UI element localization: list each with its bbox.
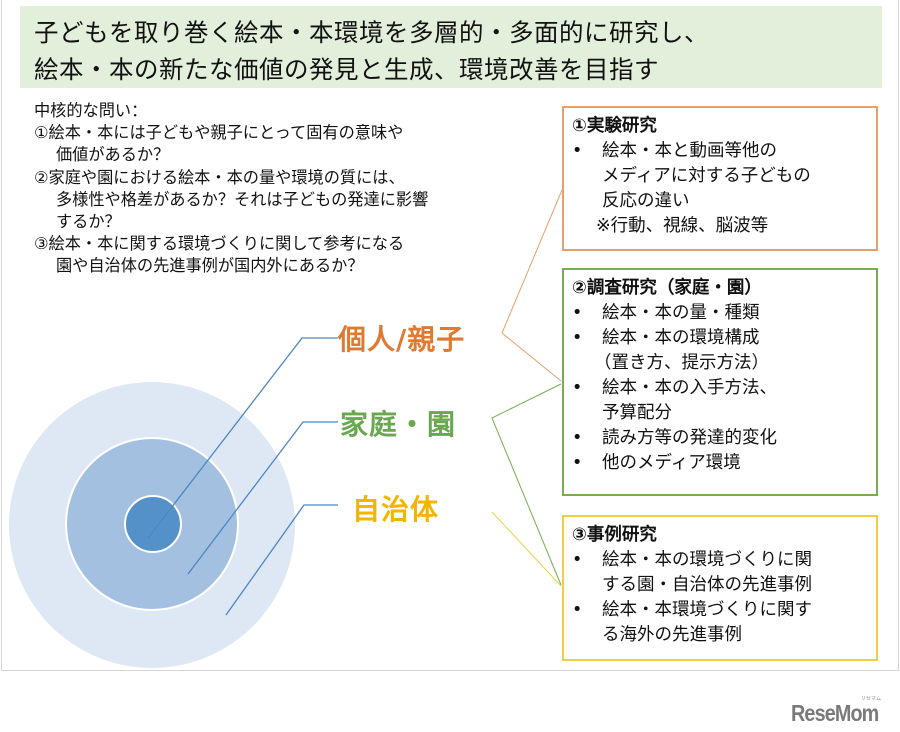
survey-item-1-text: 絵本・本の量・種類 <box>602 303 760 323</box>
survey-item-4: • 読み方等の発達的変化 <box>572 426 868 451</box>
case-item-2: • 絵本・本環境づくりに関す <box>572 598 868 623</box>
bullet-icon: • <box>572 378 583 398</box>
survey-item-2: • 絵本・本の環境構成 <box>572 326 868 351</box>
survey-item-2-cont: （置き方、提示方法） <box>594 353 769 373</box>
core-questions: 中核的な問い： ①絵本・本には子どもや親子にとって固有の意味や 価値があるか？ … <box>34 100 428 278</box>
case-item-1-text: 絵本・本の環境づくりに関 <box>602 550 812 570</box>
title-banner: 子どもを取り巻く絵本・本環境を多層的・多面的に研究し、 絵本・本の新たな価値の発… <box>20 6 882 88</box>
survey-item-3-text: 絵本・本の入手方法、 <box>602 378 777 398</box>
resemom-logo: ReseMom <box>791 700 879 726</box>
inner-circle-individual <box>124 495 182 553</box>
questions-heading: 中核的な問い： <box>34 101 148 120</box>
case-item-1: • 絵本・本の環境づくりに関 <box>572 548 868 573</box>
leader-line-individual <box>147 337 338 539</box>
bullet-icon: • <box>572 428 583 448</box>
bullet-icon: • <box>572 328 583 348</box>
survey-item-1: • 絵本・本の量・種類 <box>572 301 868 326</box>
bullet-icon: • <box>572 141 583 161</box>
survey-item-3-cont: 予算配分 <box>602 403 672 423</box>
survey-item-3: • 絵本・本の入手方法、 <box>572 376 868 401</box>
experiment-note: ※行動、視線、脳波等 <box>596 216 769 236</box>
question-1-cont: 価値があるか？ <box>56 145 170 165</box>
bullet-icon: • <box>572 303 583 323</box>
survey-item-4-text: 読み方等の発達的変化 <box>602 428 777 448</box>
layer-label-individual: 個人/親子 <box>338 323 466 356</box>
experiment-item: • 絵本・本と動画等他の <box>572 139 868 164</box>
case-item-1-cont: する園・自治体の先進事例 <box>602 575 812 595</box>
question-3: ③絵本・本に関する環境づくりに関して参考になる <box>34 234 405 254</box>
logo-ruby: リセマム <box>861 696 882 702</box>
survey-item-5-text: 他のメディア環境 <box>602 453 741 473</box>
leader-line-home <box>187 421 338 575</box>
title-line-2: 絵本・本の新たな価値の発見と生成、環境改善を目指す <box>34 55 659 84</box>
question-3-cont: 園や自治体の先進事例が国内外にあるか？ <box>56 256 364 276</box>
experiment-title: ①実験研究 <box>572 116 657 136</box>
layer-label-home: 家庭・園 <box>340 408 457 441</box>
bullet-icon: • <box>572 550 583 570</box>
bullet-icon: • <box>572 600 583 620</box>
question-2: ②家庭や園における絵本・本の量や環境の質には、 <box>34 167 405 187</box>
experiment-research-box: ①実験研究 • 絵本・本と動画等他の メディアに対する子どもの 反応の違い ※行動… <box>562 106 878 251</box>
case-title: ③事例研究 <box>572 525 657 545</box>
connector-local <box>491 511 562 587</box>
experiment-item-cont-2: 反応の違い <box>602 191 690 211</box>
survey-title: ②調査研究（家庭・園） <box>572 278 762 298</box>
leader-line-local <box>225 504 338 616</box>
bullet-icon: • <box>572 453 583 473</box>
case-item-2-text: 絵本・本環境づくりに関す <box>602 600 812 620</box>
survey-research-box: ②調査研究（家庭・園） • 絵本・本の量・種類 • 絵本・本の環境構成 （置き方、提… <box>562 268 878 496</box>
survey-item-2-text: 絵本・本の環境構成 <box>602 328 760 348</box>
layer-label-local: 自治体 <box>352 493 440 526</box>
connector-home <box>491 383 562 586</box>
experiment-item-text: 絵本・本と動画等他の <box>602 141 777 161</box>
experiment-item-cont: メディアに対する子どもの <box>602 166 811 186</box>
survey-item-5: • 他のメディア環境 <box>572 451 868 476</box>
question-2-cont-2: するか？ <box>56 212 121 232</box>
title-line-1: 子どもを取り巻く絵本・本環境を多層的・多面的に研究し、 <box>34 18 709 47</box>
question-2-cont: 多様性や格差があるか？それは子どもの発達に影響 <box>56 189 429 209</box>
case-study-box: ③事例研究 • 絵本・本の環境づくりに関 する園・自治体の先進事例 • 絵本・本環境… <box>562 515 878 661</box>
connector-individual <box>501 189 563 382</box>
question-1: ①絵本・本には子どもや親子にとって固有の意味や <box>34 123 404 143</box>
case-item-2-cont: る海外の先進事例 <box>602 625 742 645</box>
